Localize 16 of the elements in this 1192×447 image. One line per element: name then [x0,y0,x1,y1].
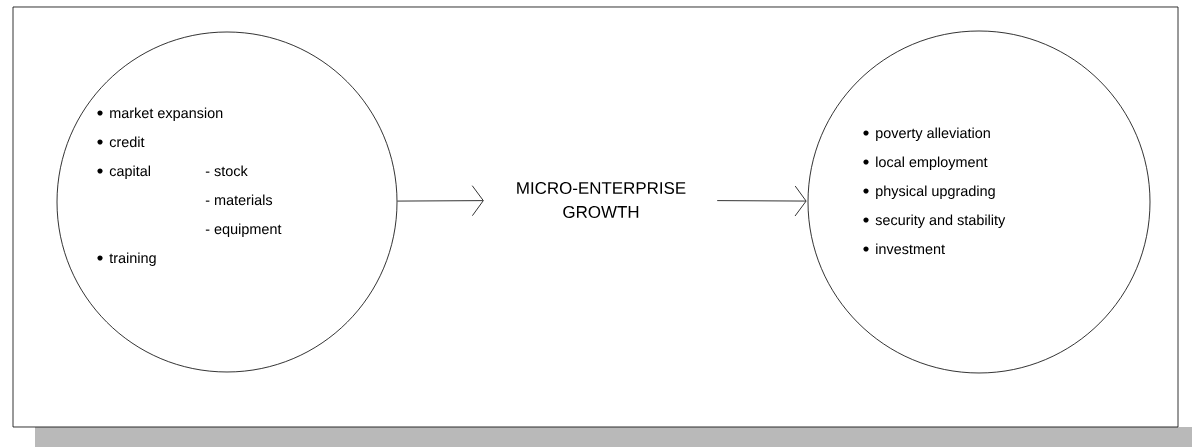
sub-item: - equipment [205,223,282,237]
bullet-item: physical upgrading [876,185,995,199]
bullet-item: security and stability [875,214,1006,228]
bullet-item: local employment [876,156,988,170]
bullet-item: training [109,252,156,266]
sub-item: - materials [205,194,273,206]
bullet-item: investment [876,243,945,255]
title-text: MICRO-ENTERPRISE GROWTH [517,182,686,218]
bullet-item: poverty alleviation [876,127,990,141]
sub-item: - stock [205,165,248,177]
arrow [716,185,807,217]
arrow [397,185,484,217]
frame-box [12,6,1179,428]
bullet-item: capital [109,165,150,179]
bullet-item: credit [109,136,145,148]
bullet-item: market expansion [110,107,223,121]
